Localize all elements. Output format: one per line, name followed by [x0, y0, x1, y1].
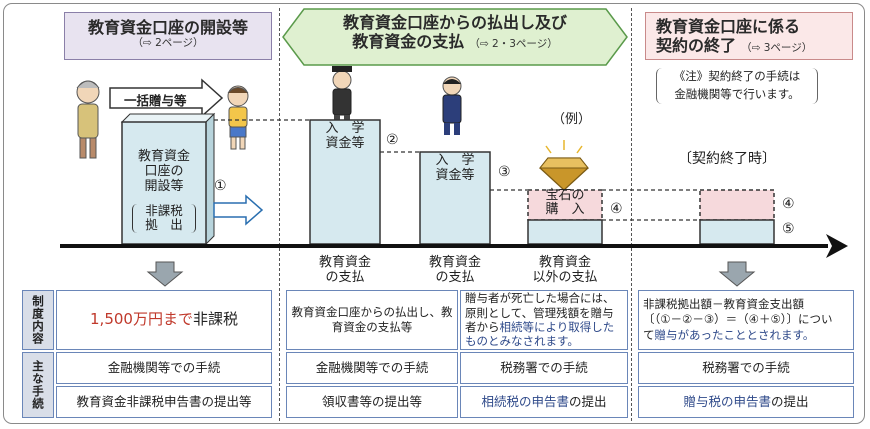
grandparent-icon — [76, 80, 100, 159]
jewel-label: 宝石の 購 入 — [530, 188, 600, 218]
axis-label-1-line-2: の支払 — [325, 269, 365, 285]
proc2-col3-rest: の提出 — [771, 393, 809, 409]
marker-4a: ④ — [610, 201, 623, 217]
axis-label-2: 教育資金 の支払 — [410, 255, 500, 286]
header-contract-end-title-2: 契約の終了 — [656, 36, 737, 56]
header-account-opening-title: 教育資金口座の開設等 — [87, 18, 248, 37]
header-withdrawal-title-1: 教育資金口座からの払出し及び — [342, 13, 567, 32]
account-box — [120, 112, 216, 246]
marker-1: ① — [214, 178, 227, 194]
seido-col1-amount: 1,500万円まで — [90, 310, 193, 329]
header-account-opening-sub: （⇨ 2ページ） — [132, 37, 204, 50]
seido-col3: 非課税拠出額－教育資金支出額 〔（①－②－③）＝（④＋⑤）〕につい て贈与があっ… — [638, 290, 854, 350]
seido-col2b: 贈与者が死亡した場合には、原則として、管理残額を贈与者から相続等により取得したも… — [460, 290, 628, 350]
axis-label-1-line-1: 教育資金 — [318, 255, 371, 270]
gift-arrow-label: 一括贈与等 — [124, 93, 187, 108]
proc1-col2b: 税務署での手続 — [460, 352, 628, 384]
note-line-2: 金融機関等で行います。 — [674, 86, 800, 101]
enrollment-label-1: 入 学 資金等 — [312, 121, 378, 152]
proc2-col2b-blue: 相続税の申告書 — [481, 393, 569, 409]
jewel-line-2: 購 入 — [545, 202, 585, 218]
enrollment-label-2: 入 学 資金等 — [422, 153, 488, 184]
account-box-label: 教育資金 口座の 開設等 — [122, 149, 206, 195]
separator-1 — [279, 8, 280, 421]
axis-label-1: 教育資金 の支払 — [300, 255, 390, 286]
guide-lines — [214, 119, 700, 221]
enrollment-2-line-2: 資金等 — [435, 167, 475, 183]
header-withdrawal-sub: （⇨ 2・3ページ） — [469, 38, 558, 51]
jewel-line-1: 宝石の — [545, 188, 585, 203]
account-box-tag-2: 拠 出 — [145, 217, 183, 233]
account-box-tag: 非課税 拠 出 — [132, 203, 196, 233]
bar-end-gift — [699, 189, 775, 221]
proc2-col3: 贈与税の申告書の提出 — [638, 386, 854, 418]
row-header-seido: 制度内容 — [22, 290, 54, 350]
seido-col3-line-3-plain: て — [643, 327, 655, 342]
proc1-col2a: 金融機関等での手続 — [286, 352, 458, 384]
seido-col3-line-2: 〔（①－②－③）＝（④＋⑤）〕につい — [643, 312, 833, 327]
marker-3: ③ — [498, 164, 511, 180]
flow-diagram — [60, 66, 848, 287]
account-box-tag-1: 非課税 — [145, 203, 183, 218]
contract-end-note: 《注》契約終了の手続は 金融機関等で行います。 — [656, 68, 818, 104]
marker-5: ⑤ — [782, 221, 795, 237]
axis-label-3-line-2: 以外の支払 — [532, 269, 598, 285]
header-withdrawal-title-2: 教育資金の支払 — [352, 32, 465, 52]
axis-label-3: 教育資金 以外の支払 — [515, 255, 615, 286]
example-label: （例） — [552, 112, 592, 127]
row-header-procedures: 主な手続 — [22, 352, 54, 418]
deposit-arrow-icon — [213, 194, 264, 226]
time-axis-arrowhead — [826, 234, 848, 258]
proc2-col2a: 領収書等の提出等 — [286, 386, 458, 418]
bar-end-balance — [699, 219, 775, 245]
contract-end-label: 〔契約終了時〕 — [678, 151, 776, 167]
student-icon-1 — [332, 66, 352, 124]
axis-label-3-line-1: 教育資金 — [538, 255, 591, 270]
bar-jewel-solid — [527, 219, 603, 245]
seido-col2b-plain: 贈与者が死亡した場合には、原則として、管理残額を贈与者から — [465, 291, 615, 334]
proc2-col2b-rest: の提出 — [569, 393, 607, 409]
seido-col2a: 教育資金口座からの払出し、教育資金の支払等 — [286, 290, 458, 350]
header-withdrawal-shape — [282, 8, 628, 66]
seido-col3-line-1: 非課税拠出額－教育資金支出額 — [643, 296, 804, 311]
enrollment-2-line-1: 入 学 — [435, 153, 475, 168]
header-contract-end-title-1: 教育資金口座に係る — [656, 17, 801, 36]
student-icon-2 — [442, 76, 462, 135]
enrollment-1-line-1: 入 学 — [325, 121, 365, 136]
seido-col3-line-3-blue: 贈与があったこととされます。 — [654, 327, 815, 342]
enrollment-1-line-2: 資金等 — [325, 135, 365, 151]
down-arrow-icon-2 — [718, 261, 756, 287]
header-account-opening: 教育資金口座の開設等 （⇨ 2ページ） — [64, 12, 272, 60]
header-contract-end-sub: （⇨ 3ページ） — [741, 42, 813, 55]
separator-2 — [631, 8, 632, 421]
marker-2: ② — [386, 132, 399, 148]
seido-col1-rest: 非課税 — [192, 310, 238, 329]
note-line-1: 《注》契約終了の手続は — [673, 69, 801, 83]
bar-enrollment-1 — [309, 119, 381, 245]
proc1-col3: 税務署での手続 — [638, 352, 854, 384]
account-box-line-2: 口座の — [144, 163, 184, 179]
marker-4b: ④ — [782, 196, 795, 212]
proc2-col3-blue: 贈与税の申告書 — [683, 393, 771, 409]
child-icon — [227, 85, 249, 150]
seido-col1: 1,500万円まで非課税 — [56, 290, 272, 350]
axis-label-2-line-2: の支払 — [435, 269, 475, 285]
seido-col2b-blue: 相続等により取得したものとみなされます。 — [465, 320, 615, 349]
proc2-col2b: 相続税の申告書の提出 — [460, 386, 628, 418]
header-withdrawal: 教育資金口座からの払出し及び 教育資金の支払 （⇨ 2・3ページ） — [300, 13, 610, 51]
account-box-line-3: 開設等 — [144, 178, 184, 194]
gift-arrow-icon — [109, 78, 224, 118]
proc2-col1: 教育資金非課税申告書の提出等 — [56, 386, 272, 418]
down-arrow-icon-1 — [146, 261, 184, 287]
axis-label-2-line-1: 教育資金 — [428, 255, 481, 270]
proc1-col1: 金融機関等での手続 — [56, 352, 272, 384]
account-box-line-1: 教育資金 — [137, 149, 190, 164]
header-contract-end: 教育資金口座に係る 契約の終了 （⇨ 3ページ） — [645, 12, 853, 60]
jewel-icon — [538, 140, 590, 191]
